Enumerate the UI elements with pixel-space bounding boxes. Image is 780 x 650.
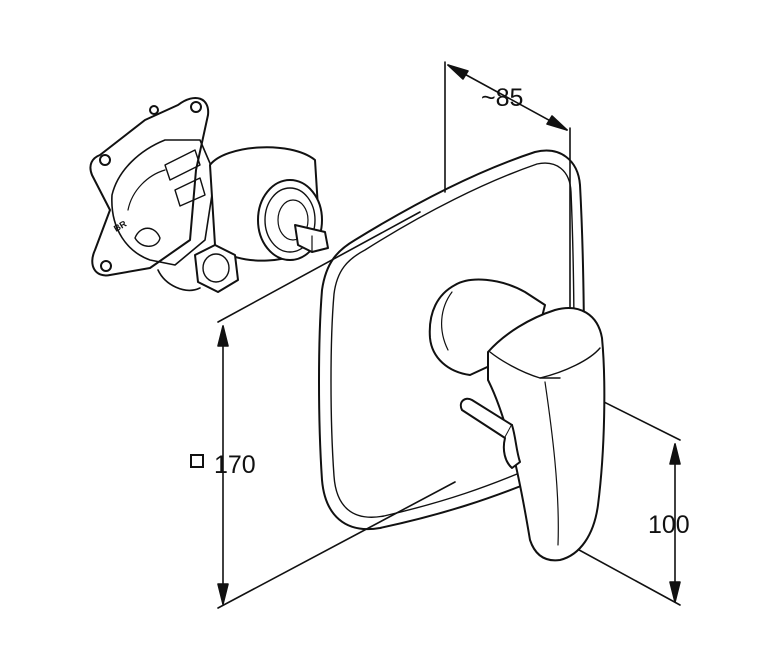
side-fitting-lower xyxy=(174,177,206,207)
side-fitting-upper xyxy=(164,149,201,181)
mounting-bracket xyxy=(89,96,210,277)
handle-boss-shading xyxy=(441,291,453,351)
square-dimension xyxy=(217,211,456,609)
depth-label: ~85 xyxy=(481,84,524,112)
depth-arrow-left xyxy=(447,64,469,80)
height-arrow-bottom xyxy=(669,581,681,603)
lower-pipe xyxy=(157,269,201,292)
valve-casting xyxy=(111,139,216,266)
lever-body xyxy=(487,307,606,562)
square-outline-icon xyxy=(190,454,204,468)
square-arrow-bottom xyxy=(217,583,229,605)
handle-boss xyxy=(428,278,546,376)
side-outlet xyxy=(134,227,161,247)
square-extension-bottom xyxy=(217,481,456,609)
bottom-nut xyxy=(194,244,239,293)
bracket-hole-bottom-left xyxy=(100,260,112,272)
lever-handle xyxy=(428,278,606,562)
square-extension-top xyxy=(217,211,421,323)
lever-ridge xyxy=(539,347,601,379)
height-arrow-top xyxy=(669,443,681,465)
valve-body: BR xyxy=(89,96,329,293)
lever-side-line xyxy=(544,381,559,546)
square-arrow-top xyxy=(217,325,229,347)
diverter-pin xyxy=(459,397,513,439)
cartridge-inner-ring xyxy=(277,199,309,241)
bracket-hole-top-right xyxy=(190,101,202,113)
height-label: 100 xyxy=(648,511,690,539)
cartridge-ring xyxy=(264,187,316,253)
nut-face xyxy=(202,253,230,283)
height-extension-bottom xyxy=(569,544,681,606)
depth-dimension-line xyxy=(447,64,568,131)
bracket-hole-top-left xyxy=(99,154,111,166)
diverter-knob xyxy=(502,424,521,469)
square-size-label: 170 xyxy=(214,451,256,479)
depth-arrow-right xyxy=(546,115,568,131)
casting-detail xyxy=(127,169,166,211)
bracket-hole-mid xyxy=(149,105,159,115)
